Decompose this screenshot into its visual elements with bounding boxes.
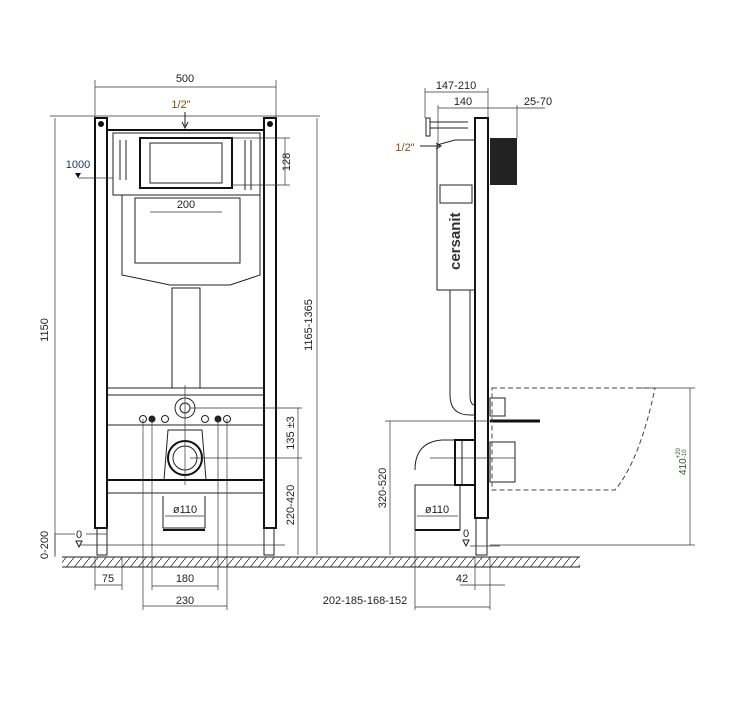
inlet-height-label: 1000 [66,159,90,171]
dim-width: 500 [176,73,194,85]
dim-wall-range: 25-70 [524,96,552,108]
dim-outlet-height: 220-420 [285,485,297,525]
dim-foot-width: 75 [102,573,114,585]
dim-depth-range: 147-210 [436,80,476,92]
dim-bolts-inner: 180 [176,573,194,585]
dim-button-height: 128 [281,153,293,171]
dim-foot-depth: 42 [456,573,468,585]
side-pipe-diameter: ø110 [425,504,449,516]
dim-frame-height: 1150 [39,318,51,342]
dim-depth: 140 [454,96,472,108]
dim-drain-offset: 202-185-168-152 [323,595,407,607]
floor-hatch [62,556,580,568]
inlet-label: 1/2" [171,99,190,111]
side-view: cersanit [414,117,656,556]
front-dimensions: 500 1150 1165-1365 1/2" 1000 128 200 135… [39,73,320,610]
dim-bowl-height: 410+20-10 [676,447,689,475]
dim-outlet-offset: 135 ±3 [285,416,297,450]
zero-level-side: 0 [463,528,469,540]
dim-height-range: 1165-1365 [303,299,315,351]
dim-bolts-outer: 230 [176,595,194,607]
dim-button-width: 200 [177,199,195,211]
front-view [94,117,277,556]
dim-foot-range: 0-200 [39,531,51,559]
side-inlet-label: 1/2" [395,142,414,154]
zero-level-front: 0 [76,529,82,541]
front-pipe-diameter: ø110 [173,504,197,516]
dim-drain-height: 320-520 [377,468,389,508]
side-dimensions: 147-210 140 25-70 1/2" 410+20-10 320-520… [323,80,695,610]
brand-logo: cersanit [447,212,464,270]
